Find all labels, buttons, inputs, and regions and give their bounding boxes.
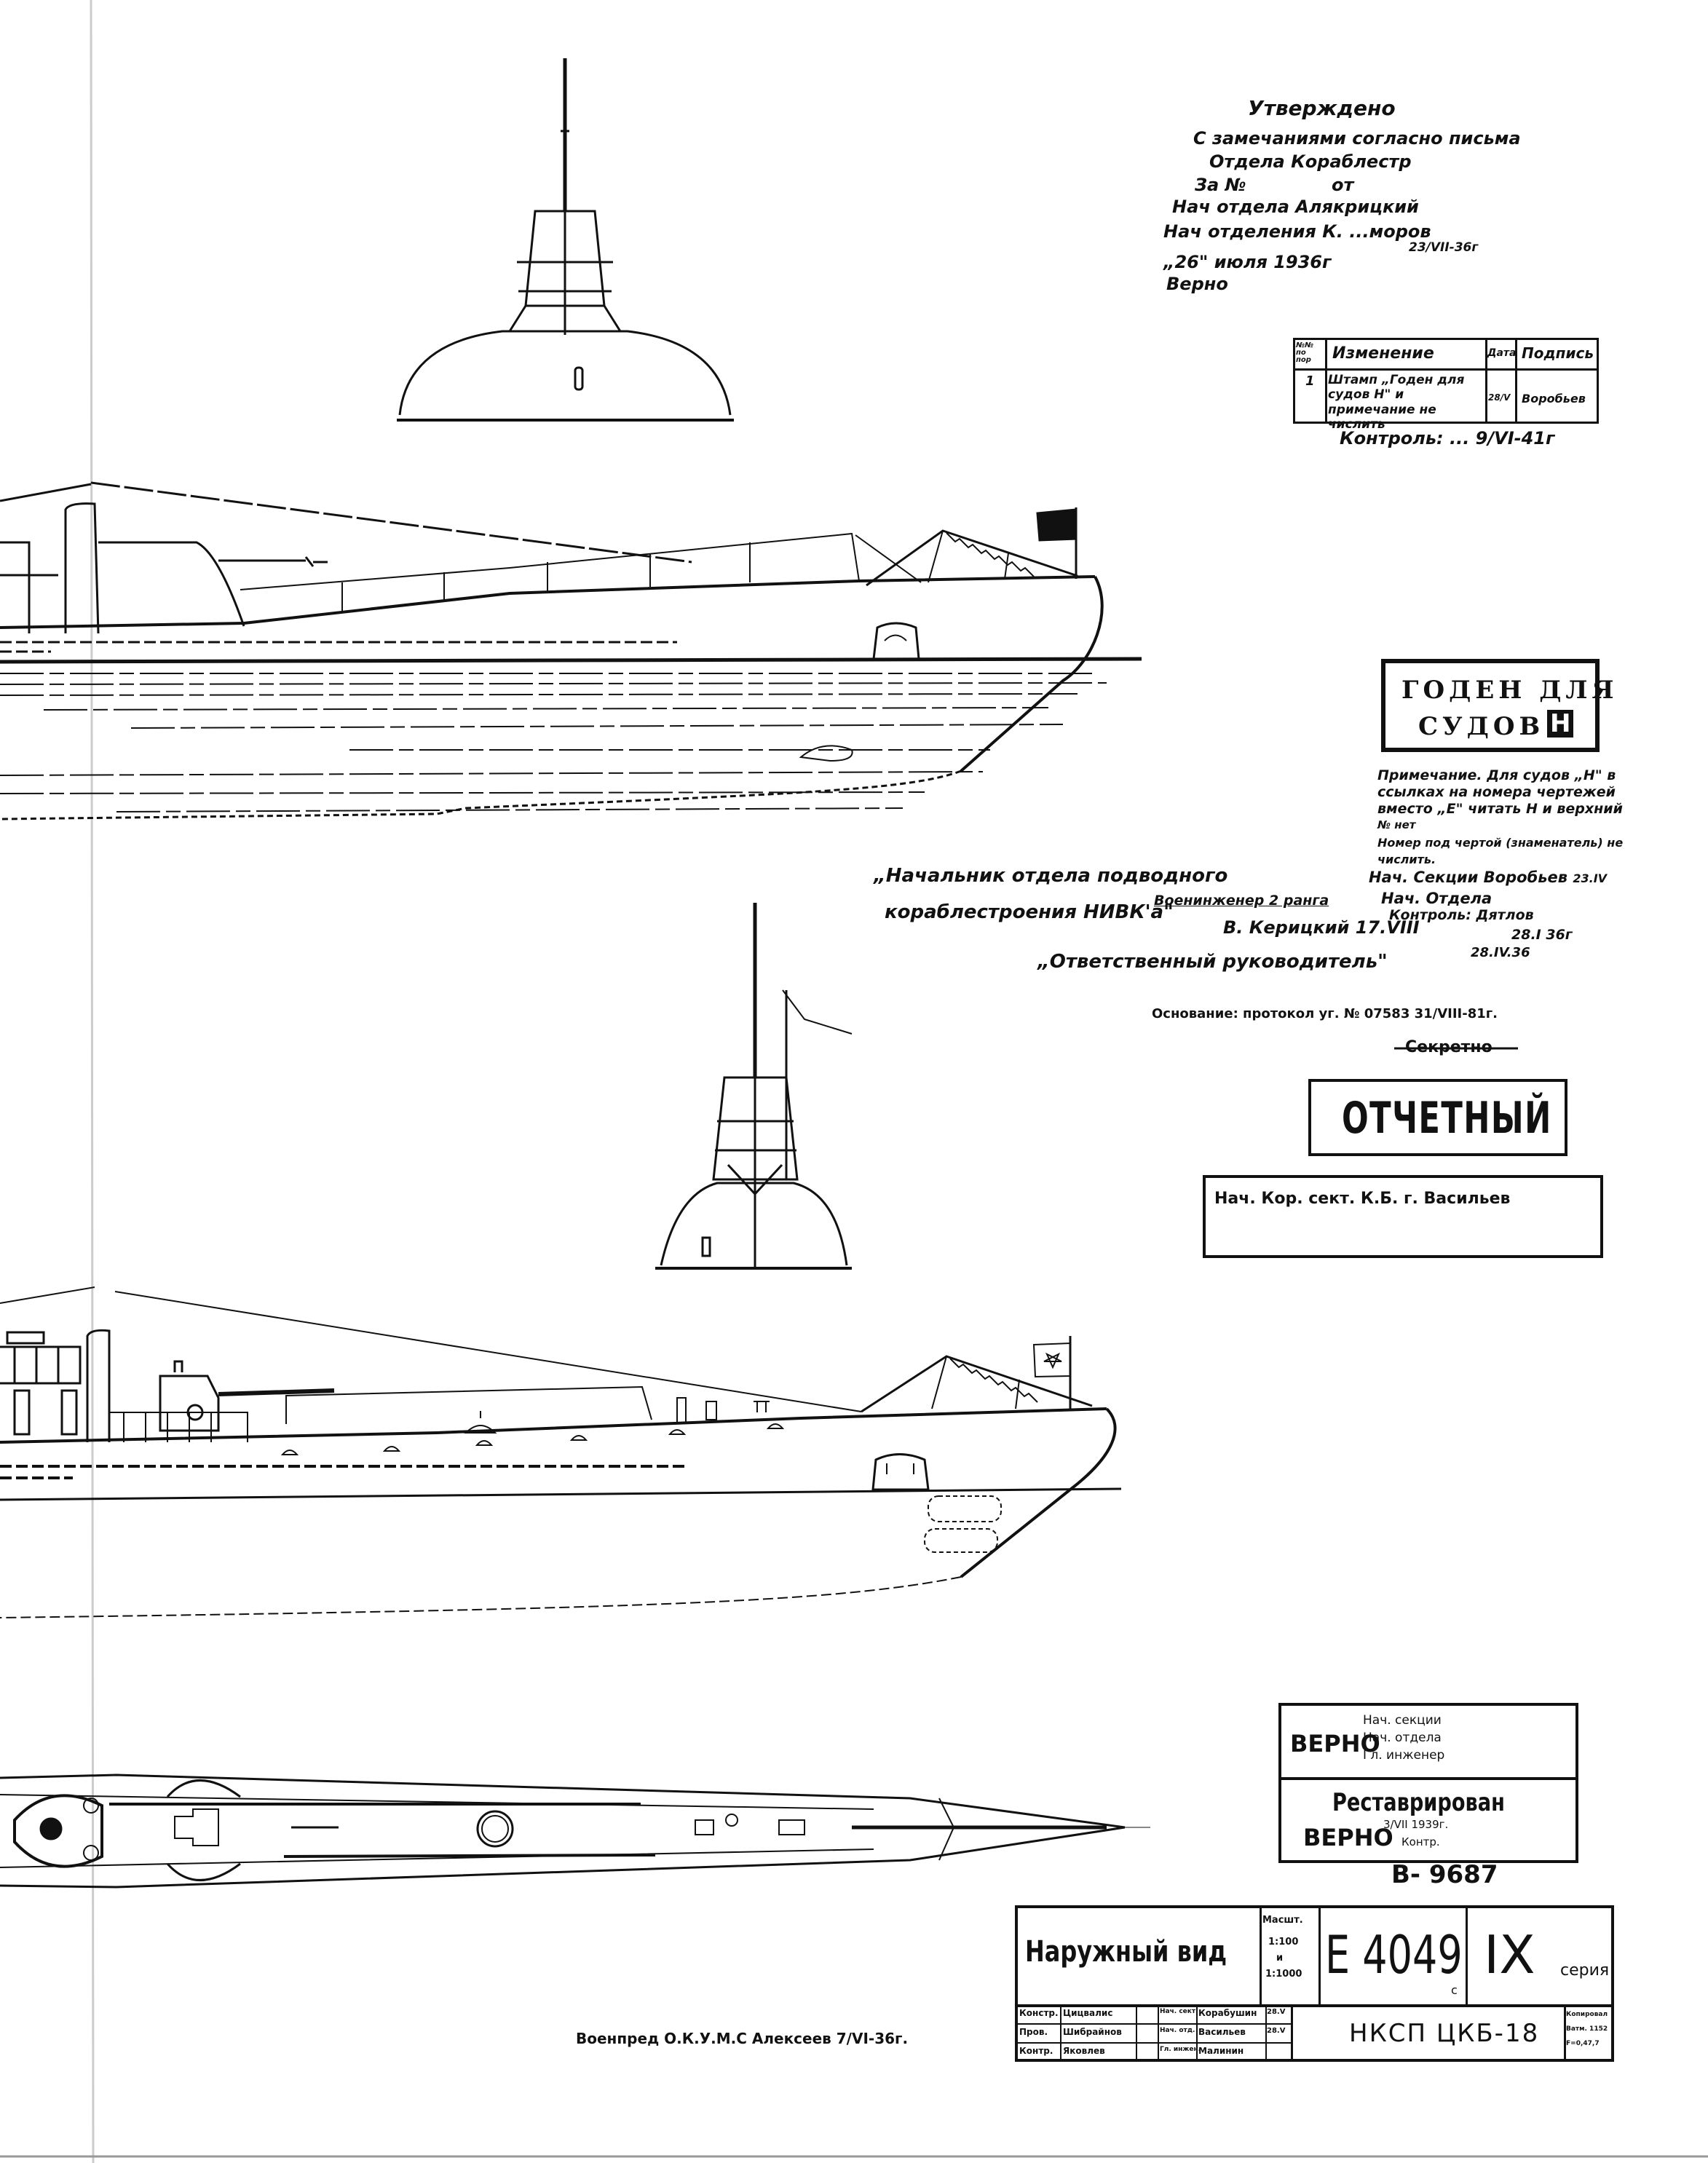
signoff-control: Контроль: Дятлов <box>1389 907 1534 923</box>
sig-role: Нач. сект. <box>1160 2008 1198 2015</box>
col-header-num: №№ по пор <box>1296 341 1314 364</box>
note-line: Примечание. Для судов „Н" в <box>1377 767 1616 783</box>
archive-number: В- 9687 <box>1391 1860 1498 1889</box>
fold-line <box>90 0 95 2163</box>
approval-line: За № <box>1195 175 1246 195</box>
approval-date: „26" июля 1936г <box>1163 252 1332 272</box>
fit-for-ships-stamp: ГОДЕН ДЛЯ СУДОВ Н <box>1381 659 1613 752</box>
format-cell: Ватм. 1152 <box>1566 2025 1608 2033</box>
sig-role: Констр. <box>1019 2008 1059 2018</box>
verified-role: Нач. отдела <box>1363 1731 1442 1745</box>
chief-signature: В. Керицкий 17.VIII <box>1223 917 1420 938</box>
note-line: числить. <box>1377 853 1436 866</box>
verified-role: Гл. инженер <box>1363 1748 1445 1763</box>
approval-line: Нач отдела Алякрицкий <box>1172 197 1419 217</box>
scale-conj: и <box>1276 1953 1284 1964</box>
organization: НКСП ЦКБ-18 <box>1349 2019 1540 2048</box>
approval-line: от <box>1332 175 1354 195</box>
control-signature: Контроль: ... 9/VI-41г <box>1340 428 1555 448</box>
sig-date: 28.V <box>1267 2008 1286 2016</box>
scale-label: Масшт. <box>1262 1915 1303 1926</box>
chief-rank: Военинженер 2 ранга <box>1154 893 1329 909</box>
format-cell: Копировал <box>1566 2011 1608 2018</box>
sig-name: Шибрайнов <box>1063 2027 1122 2037</box>
report-stamp-text: ОТЧЕТНЫЙ <box>1342 1093 1552 1144</box>
military-rep-signature: Военпред О.К.У.М.С Алексеев 7/VI-36г. <box>576 2030 909 2047</box>
approval-date-small: 23/VII-36г <box>1409 240 1479 255</box>
chief-line2: кораблестроения НИВК'а" <box>885 901 1174 923</box>
sig-name: Малинин <box>1198 2046 1244 2056</box>
col-header-date: Дата <box>1487 347 1517 359</box>
stamp-line2: СУДОВ <box>1418 712 1545 741</box>
restored-date: 3/VII 1939г. <box>1383 1818 1449 1831</box>
signoff-section: Нач. Секции Воробьев 23.IV <box>1369 869 1608 886</box>
verified-2: ВЕРНО <box>1303 1824 1393 1851</box>
scale-value: 1:100 <box>1268 1937 1299 1948</box>
drawing-suffix: с <box>1451 1983 1458 1997</box>
row-signature: Воробьев <box>1522 392 1586 406</box>
approval-line: С замечаниями согласно письма <box>1193 128 1521 149</box>
side-view-surface <box>0 481 1142 820</box>
verified-role: Нач. секции <box>1363 1713 1442 1728</box>
signature-grid: Констр. Цицвалис Нач. сект. Корабушин 28… <box>1018 2004 1293 2062</box>
format-cell: F=0,47,7 <box>1566 2040 1600 2047</box>
chief-date: 28.IV.36 <box>1471 945 1530 960</box>
sector-box: Нач. Кор. сект. К.Б. г. Васильев <box>1203 1175 1603 1258</box>
scale-value: 1:1000 <box>1265 1969 1302 1980</box>
col-header-change: Изменение <box>1332 344 1434 363</box>
report-stamp: ОТЧЕТНЫЙ <box>1308 1079 1567 1156</box>
approval-title: Утверждено <box>1248 96 1396 120</box>
note-line: № нет <box>1377 818 1416 831</box>
side-view-detailed <box>0 1286 1122 1618</box>
series-number: IX <box>1484 1924 1535 1985</box>
plan-view <box>0 1773 1150 1889</box>
signoff-department: Нач. Отдела <box>1381 890 1492 907</box>
approval-line: Отдела Кораблестр <box>1209 151 1412 172</box>
title-block: Наружный вид Масшт. 1:100 и 1:1000 Е 404… <box>1015 1905 1614 2062</box>
stamp-mark: Н <box>1547 710 1574 738</box>
sig-role: Пров. <box>1019 2027 1048 2037</box>
note-line: вместо „Е" читать Н и верхний <box>1377 801 1623 817</box>
col-header-signature: Подпись <box>1522 344 1594 362</box>
sig-role: Контр. <box>1019 2046 1053 2056</box>
sig-role: Гл. инжен. <box>1160 2046 1201 2053</box>
note-line: ссылках на номера чертежей <box>1377 784 1616 800</box>
sig-name: Яковлев <box>1063 2046 1105 2056</box>
sig-role: Нач. отд. <box>1160 2027 1195 2034</box>
front-view-detailed <box>655 903 853 1270</box>
sig-name: Цицвалис <box>1063 2008 1113 2018</box>
drawing-title: Наружный вид <box>1025 1935 1227 1969</box>
restored-label: Реставрирован <box>1332 1788 1505 1817</box>
row-date: 28/V <box>1488 392 1511 403</box>
series-label: серия <box>1560 1961 1610 1980</box>
secret-label-struck: Секретно <box>1405 1038 1492 1056</box>
sector-box-text: Нач. Кор. сект. К.Б. г. Васильев <box>1214 1190 1511 1208</box>
chief-line3: „Ответственный руководитель" <box>1037 951 1388 973</box>
stamp-line1: ГОДЕН ДЛЯ <box>1401 676 1618 705</box>
chief-line1: „Начальник отдела подводного <box>874 865 1228 887</box>
basis-text: Основание: протокол уг. № 07583 31/VIII-… <box>1152 1006 1498 1021</box>
signoff-control-date: 28.I 36г <box>1511 927 1573 943</box>
approval-line: Нач отделения К. ...моров <box>1163 221 1431 242</box>
drawing-number: Е 4049 <box>1325 1924 1463 1985</box>
verified-box: ВЕРНО Нач. секции Нач. отдела Гл. инжене… <box>1278 1703 1578 1863</box>
front-view-surface <box>397 58 734 422</box>
approval-verified: Верно <box>1166 274 1228 294</box>
restored-control: Контр. <box>1401 1835 1440 1848</box>
verified-big: ВЕРНО <box>1290 1730 1380 1757</box>
sig-name: Васильев <box>1198 2027 1246 2037</box>
row-num: 1 <box>1305 373 1315 389</box>
row-change: Штамп „Годен для судов Н" и примечание н… <box>1328 373 1465 432</box>
sig-date: 28.V <box>1267 2027 1286 2035</box>
sig-name: Корабушин <box>1198 2008 1257 2018</box>
note-line: Номер под чертой (знаменатель) не <box>1377 836 1624 850</box>
